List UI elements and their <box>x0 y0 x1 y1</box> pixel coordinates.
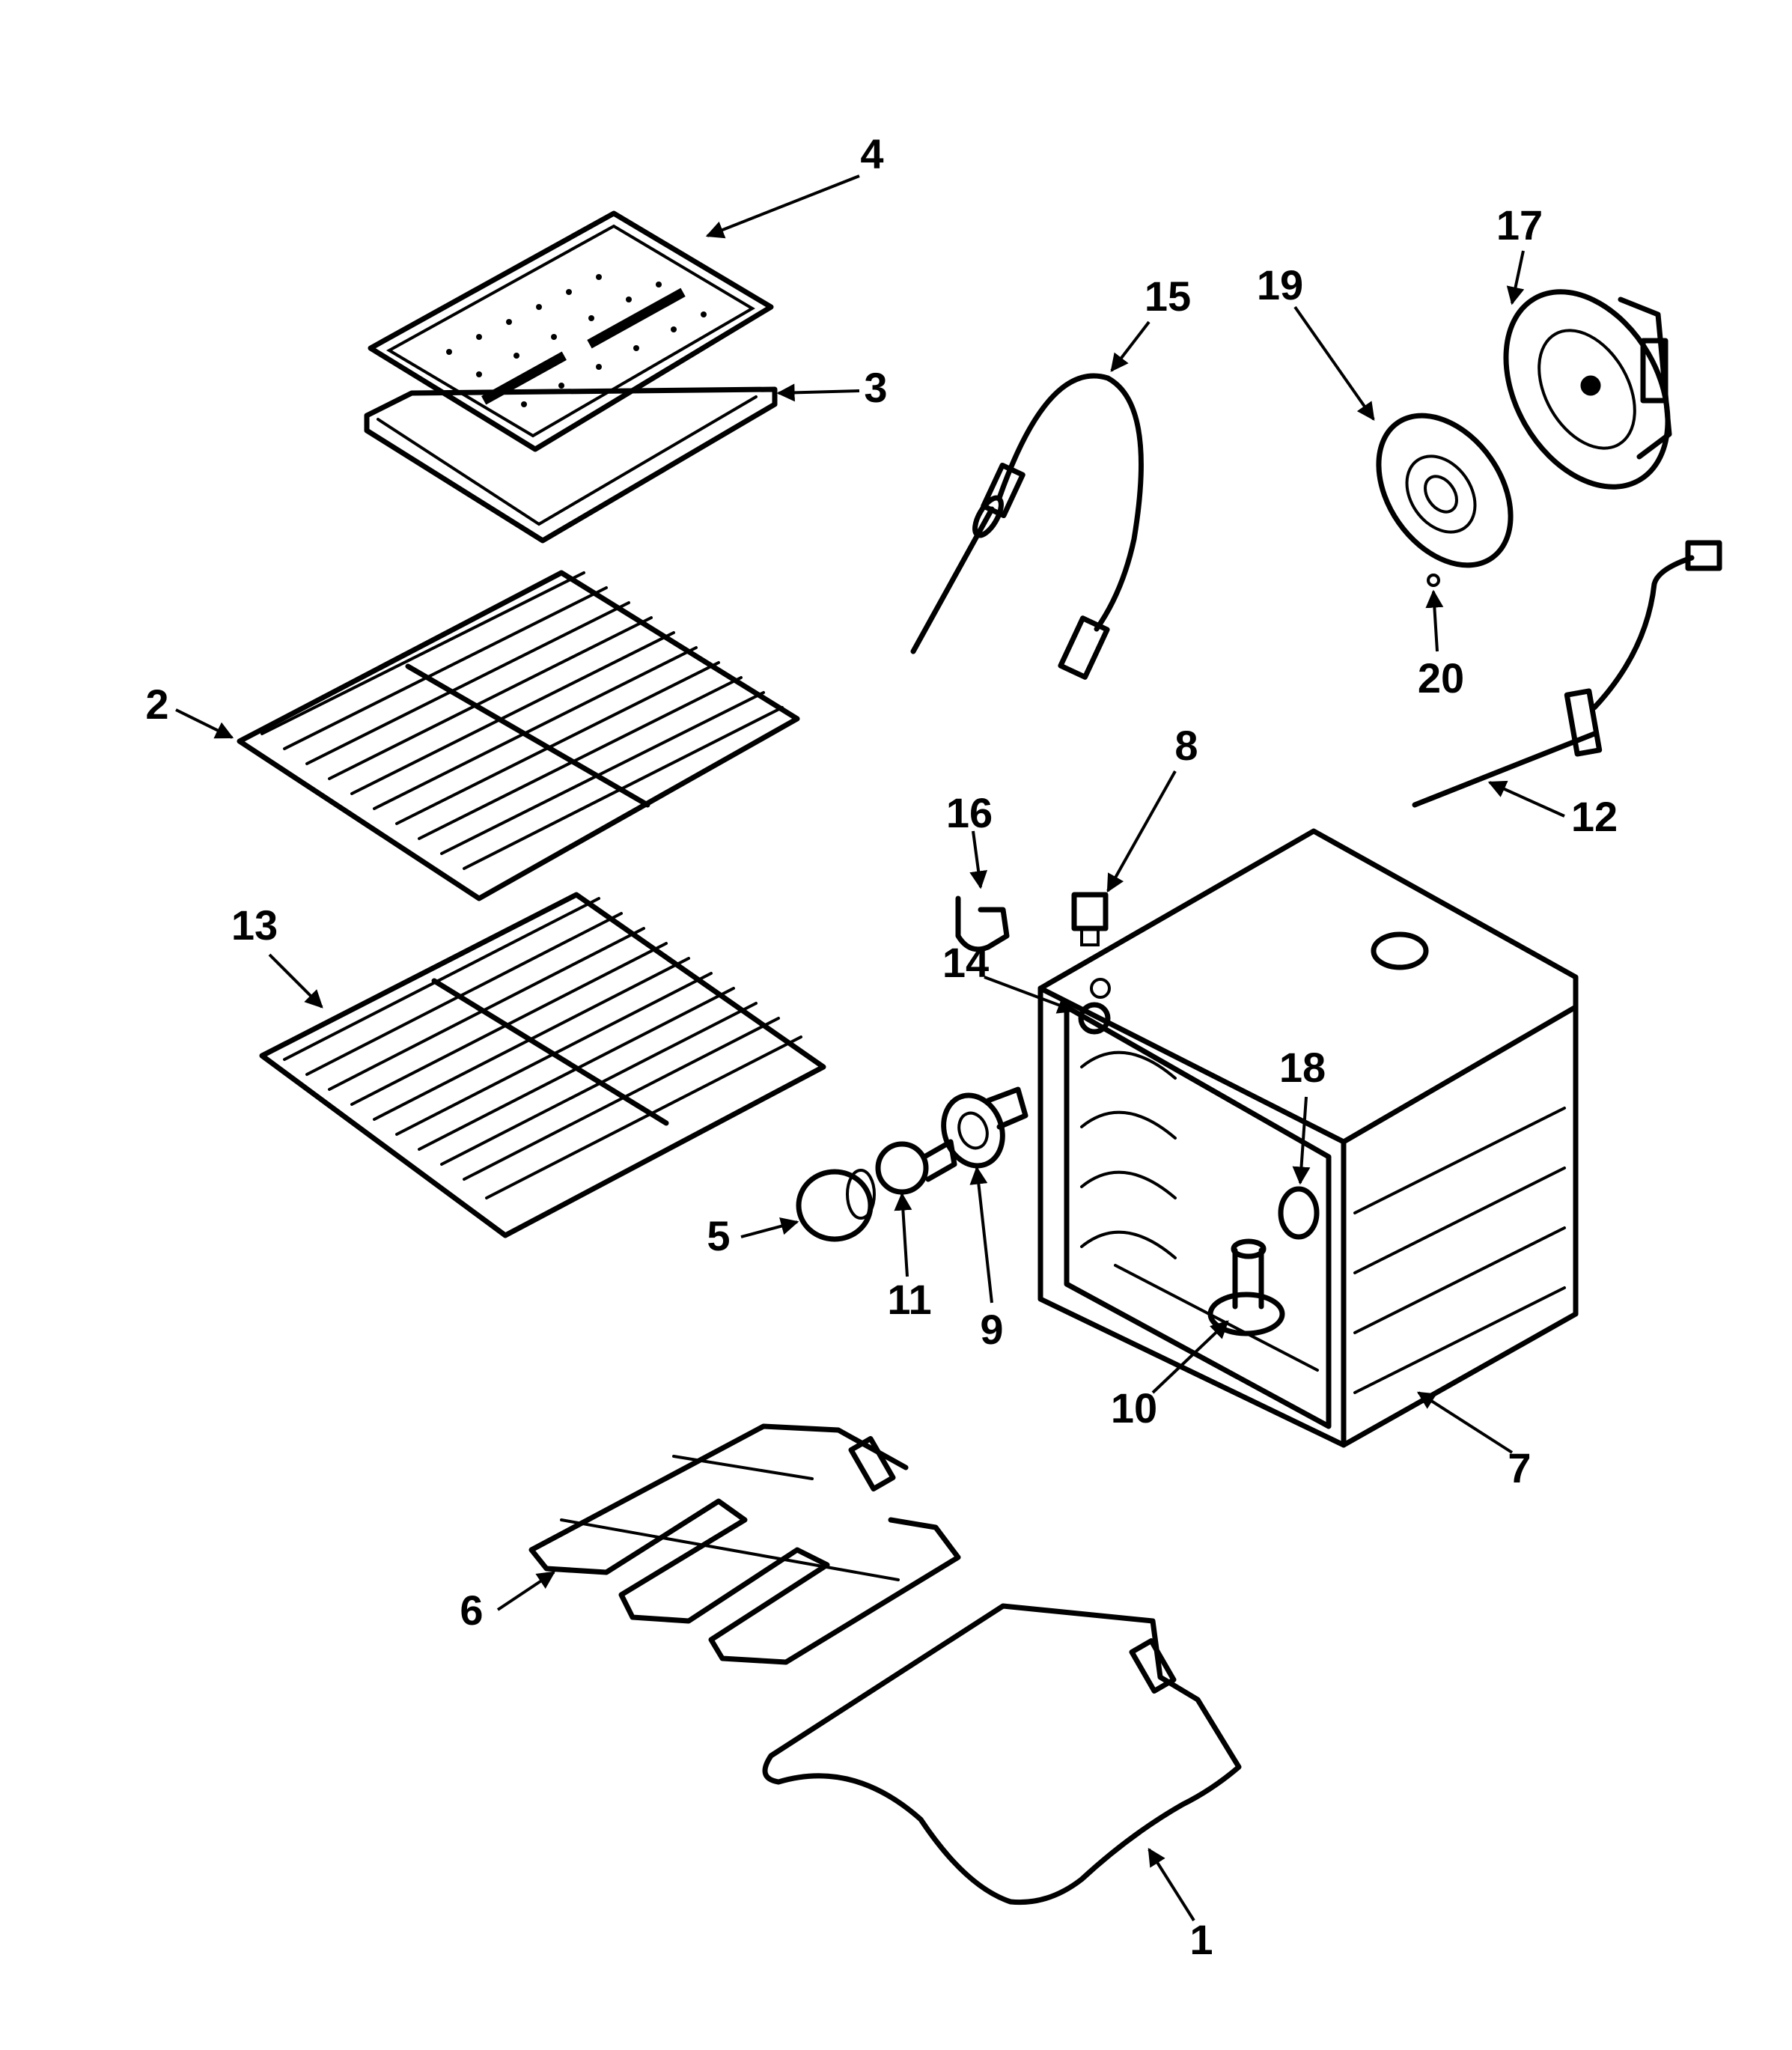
callout-16: 16 <box>946 789 993 836</box>
leader-1 <box>1148 1847 1195 1922</box>
leader-4 <box>705 174 860 239</box>
leader-13 <box>268 953 323 1009</box>
light-bulb <box>875 1139 957 1195</box>
callout-9: 9 <box>980 1306 1003 1353</box>
callout-5: 5 <box>707 1212 730 1259</box>
leader-14 <box>984 976 1076 1014</box>
leader-17 <box>1506 250 1525 305</box>
callout-7: 7 <box>1508 1444 1531 1491</box>
broiler-pan <box>364 386 778 544</box>
callout-4: 4 <box>860 130 883 177</box>
callout-10: 10 <box>1111 1384 1157 1432</box>
leader-7 <box>1416 1391 1514 1454</box>
leader-16 <box>969 830 988 889</box>
callout-15: 15 <box>1145 273 1191 320</box>
callout-13: 13 <box>231 901 278 949</box>
leader-2 <box>175 708 234 739</box>
callout-14: 14 <box>942 939 989 986</box>
bracket <box>1071 892 1109 946</box>
callout-8: 8 <box>1174 722 1198 769</box>
callout-2: 2 <box>145 681 168 728</box>
light-socket-base <box>1207 1238 1285 1336</box>
light-lens <box>796 1169 876 1242</box>
leader-6 <box>496 1571 555 1611</box>
oven-cavity <box>1037 828 1579 1448</box>
grommet <box>1078 1002 1111 1035</box>
cover-plug <box>1278 1186 1320 1240</box>
callout-11: 11 <box>887 1276 931 1323</box>
broiler-pan-insert <box>368 210 774 452</box>
leader-10 <box>1151 1320 1229 1394</box>
baffle-screw <box>1427 574 1440 587</box>
leader-lines <box>175 174 1565 1922</box>
callout-1: 1 <box>1189 1916 1213 1963</box>
leader-12 <box>1487 780 1565 818</box>
callout-19: 19 <box>1257 261 1303 308</box>
broil-element <box>528 1423 961 1665</box>
bake-element <box>762 1603 1242 1905</box>
leader-5 <box>740 1217 799 1238</box>
leader-8 <box>1106 770 1177 893</box>
leader-18 <box>1292 1096 1311 1185</box>
callout-18: 18 <box>1279 1044 1326 1091</box>
callout-3: 3 <box>864 364 887 411</box>
callout-12: 12 <box>1571 793 1618 840</box>
leader-15 <box>1110 320 1151 372</box>
leader-9 <box>969 1166 993 1304</box>
callout-6: 6 <box>460 1587 483 1634</box>
fan-baffle <box>1376 413 1514 568</box>
convection-fan-motor <box>1503 289 1672 490</box>
light-socket <box>941 1086 1028 1169</box>
oven-rack-lower <box>259 892 826 1238</box>
leader-20 <box>1425 589 1444 652</box>
temperature-sensor <box>1412 540 1722 808</box>
callout-labels: 4 3 15 19 17 20 2 12 16 8 13 14 18 5 11 … <box>145 130 1618 1963</box>
leader-3 <box>776 383 860 402</box>
oven-rack-upper <box>237 570 800 901</box>
callout-17: 17 <box>1496 201 1543 249</box>
meat-probe <box>910 373 1144 680</box>
leader-19 <box>1293 305 1375 421</box>
callout-20: 20 <box>1418 654 1464 702</box>
rack-clip <box>955 895 1010 952</box>
leader-11 <box>894 1192 912 1277</box>
